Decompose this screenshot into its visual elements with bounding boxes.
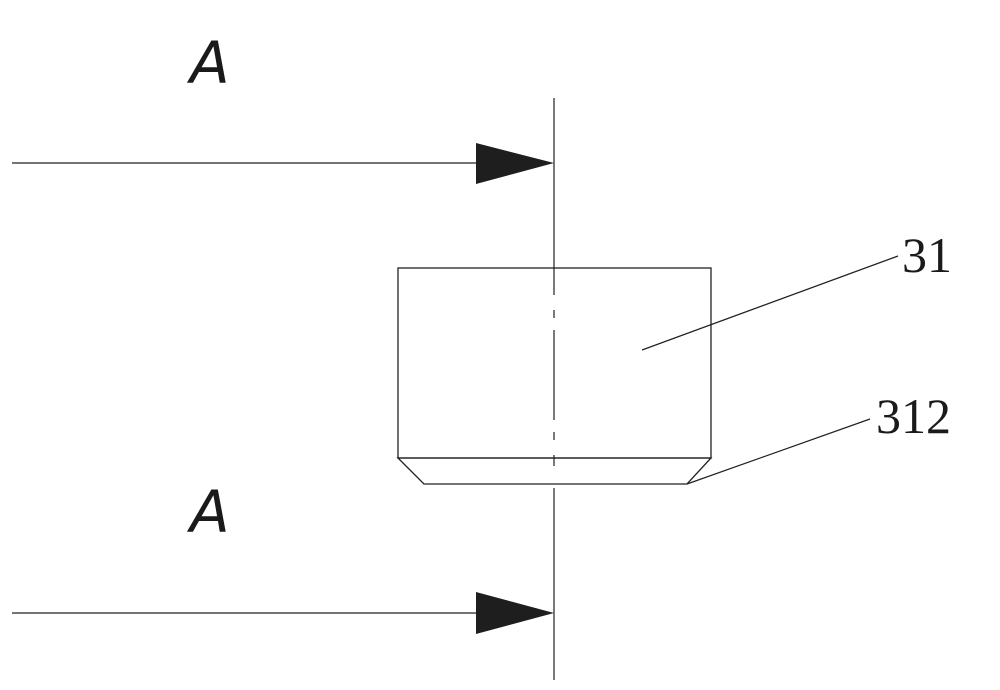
- section-mark-upper: A: [186, 29, 230, 97]
- section-mark-lower: A: [186, 478, 230, 546]
- section-arrow-upper: [12, 143, 554, 184]
- leader-31: [641, 255, 899, 351]
- callout-312: 312: [876, 388, 951, 444]
- leader-lines: [641, 255, 899, 485]
- section-arrow-lower: [12, 592, 554, 634]
- leader-312: [686, 418, 871, 485]
- callout-31: 31: [902, 227, 952, 283]
